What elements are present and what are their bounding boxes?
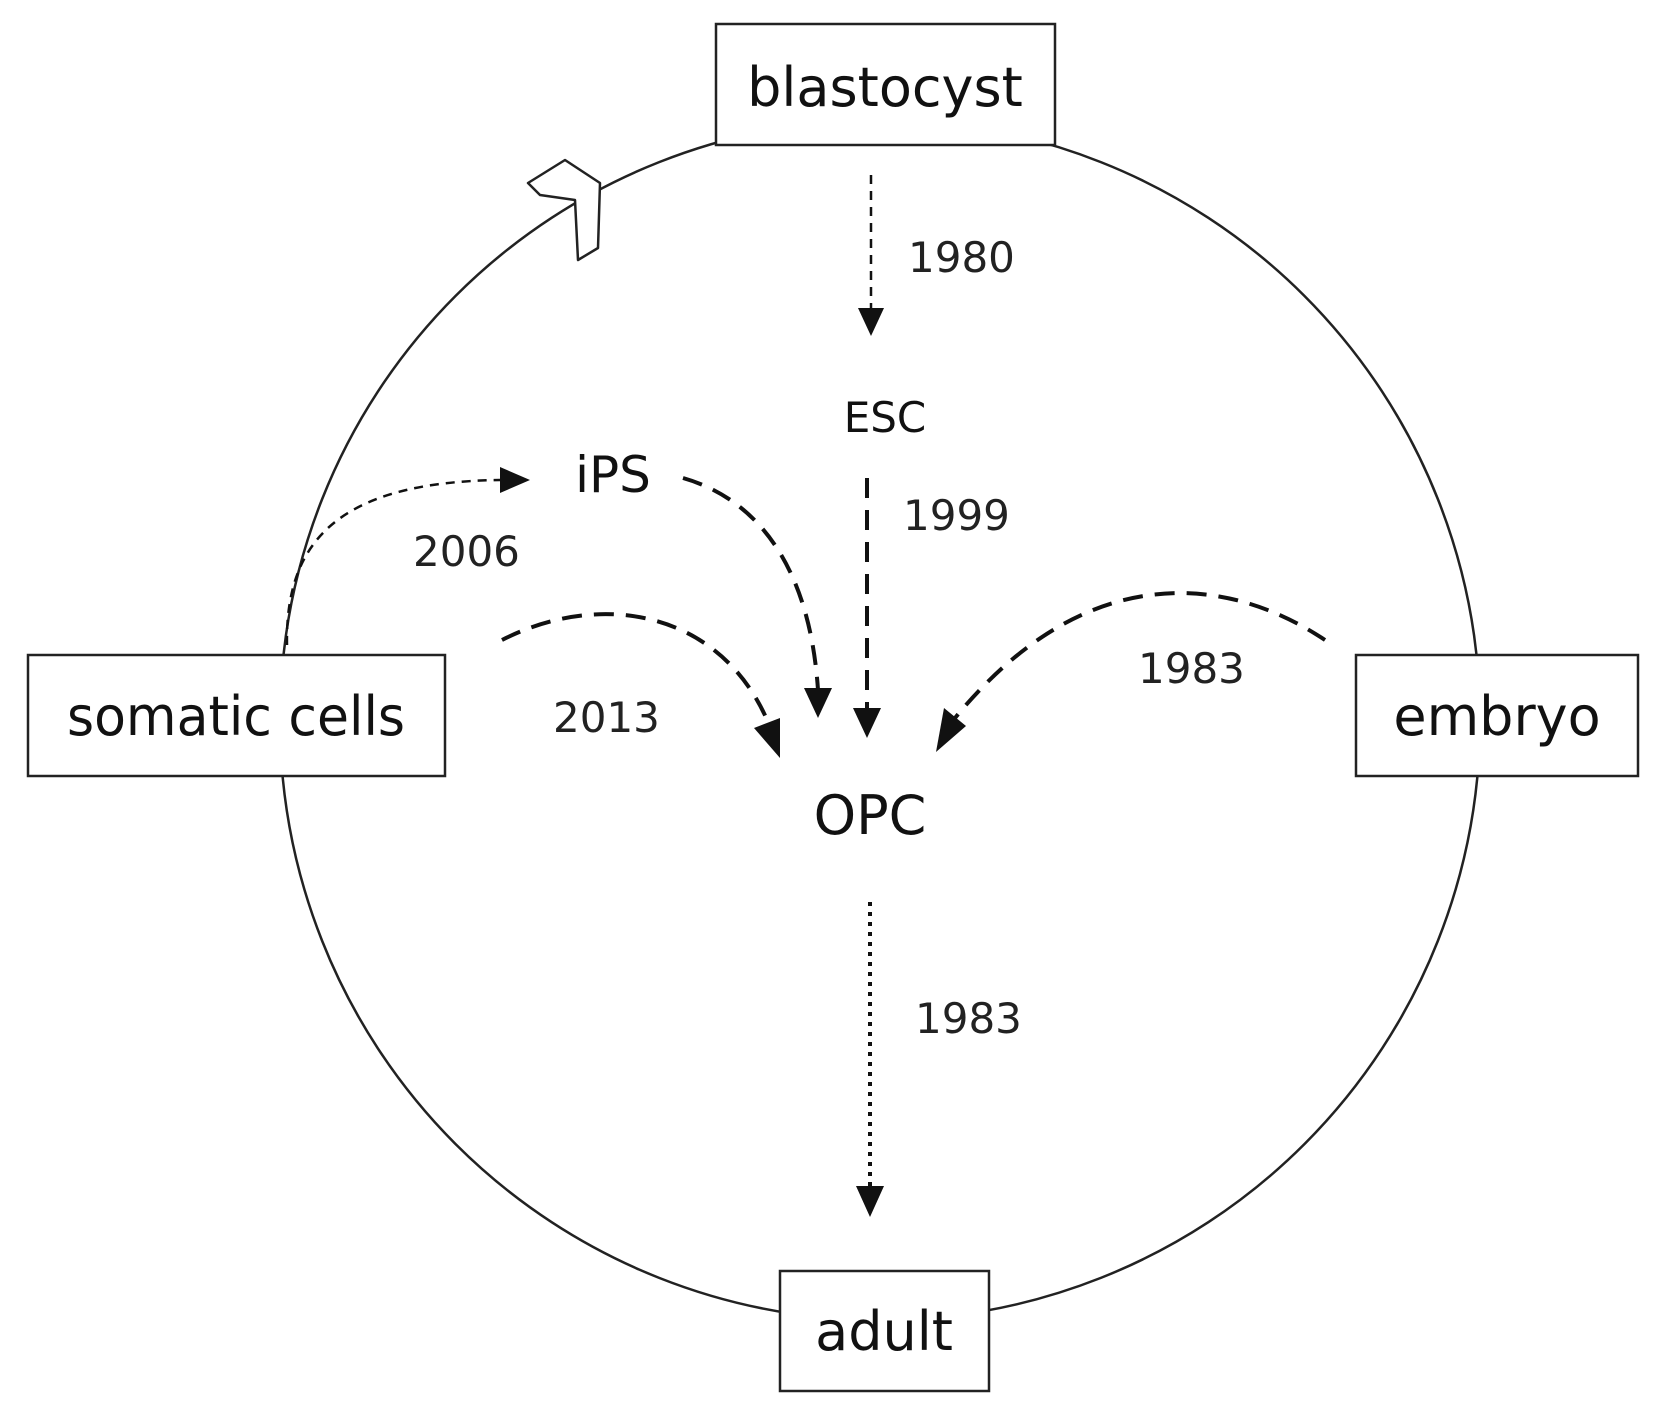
stage-box-adult: adult	[778, 1269, 991, 1393]
arrow-opc-to-adult	[856, 902, 884, 1217]
year-label-esc-to-opc: 1999	[903, 491, 1010, 540]
cell-type-esc: ESC	[844, 393, 927, 442]
year-label-blastocyst-to-esc: 1980	[908, 233, 1015, 282]
year-label-opc-to-adult: 1983	[915, 994, 1022, 1043]
year-label-somatic-to-ips: 2006	[413, 527, 520, 576]
year-label-embryo-to-opc: 1983	[1138, 644, 1245, 693]
stage-label-embryo: embryo	[1393, 685, 1600, 748]
cell-type-opc: OPC	[814, 784, 927, 847]
stage-box-somatic-cells: somatic cells	[26, 653, 447, 778]
stage-box-embryo: embryo	[1354, 653, 1640, 778]
arrow-blastocyst-to-esc	[858, 175, 884, 336]
stage-label-blastocyst: blastocyst	[747, 56, 1023, 119]
arrow-somatic-to-ips	[285, 467, 530, 646]
arrow-embryo-to-opc	[936, 591, 1327, 752]
arrow-somatic-to-opc	[501, 612, 780, 758]
stage-box-blastocyst: blastocyst	[714, 22, 1057, 147]
arrow-ips-to-opc	[682, 476, 832, 718]
life-cycle-circle	[278, 118, 1482, 1322]
stage-label-somatic-cells: somatic cells	[67, 685, 405, 748]
cycle-direction-chevron-icon	[526, 158, 602, 262]
year-label-somatic-to-opc: 2013	[553, 693, 660, 742]
cell-type-ips: iPS	[575, 446, 651, 504]
arrow-esc-to-opc	[853, 478, 881, 738]
stage-label-adult: adult	[815, 1300, 953, 1363]
